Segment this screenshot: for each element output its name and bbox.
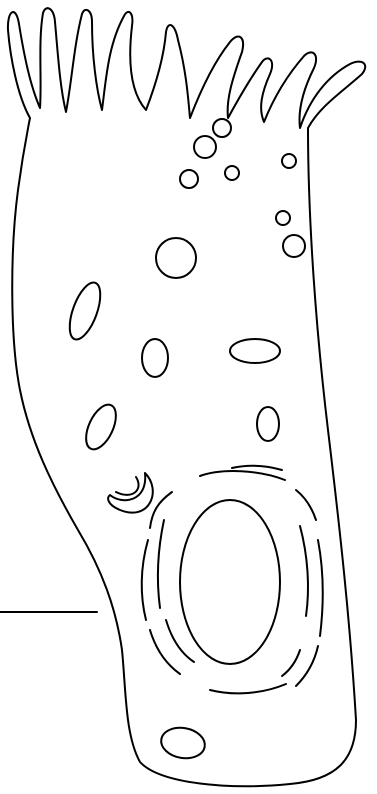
- endoplasmic-reticulum: [282, 650, 300, 676]
- vesicle: [225, 166, 239, 180]
- mitochondrion: [142, 339, 168, 377]
- cell-membrane: [8, 8, 365, 786]
- endoplasmic-reticulum: [200, 471, 285, 480]
- endoplasmic-reticulum: [158, 520, 164, 608]
- mitochondrion: [80, 400, 122, 454]
- endoplasmic-reticulum: [150, 630, 180, 674]
- mitochondrion: [63, 279, 106, 344]
- endoplasmic-reticulum: [150, 492, 172, 528]
- vesicle-basal: [159, 724, 208, 761]
- endoplasmic-reticulum: [300, 526, 308, 616]
- vesicle: [194, 136, 216, 158]
- vesicle: [213, 119, 231, 137]
- golgi-crescent-inner: [116, 477, 139, 495]
- endoplasmic-reticulum: [296, 490, 316, 520]
- endoplasmic-reticulum: [318, 540, 323, 636]
- golgi-crescent: [108, 473, 153, 513]
- vacuole: [156, 238, 196, 278]
- vesicle: [180, 170, 198, 188]
- vesicle: [283, 235, 305, 257]
- endoplasmic-reticulum: [232, 466, 282, 470]
- mitochondrion: [257, 407, 279, 441]
- endoplasmic-reticulum: [166, 620, 194, 662]
- mitochondrion: [230, 339, 280, 363]
- endoplasmic-reticulum: [142, 540, 148, 620]
- vesicle: [282, 154, 296, 168]
- vesicle: [276, 211, 290, 225]
- nucleus: [180, 500, 280, 664]
- endoplasmic-reticulum: [210, 684, 286, 693]
